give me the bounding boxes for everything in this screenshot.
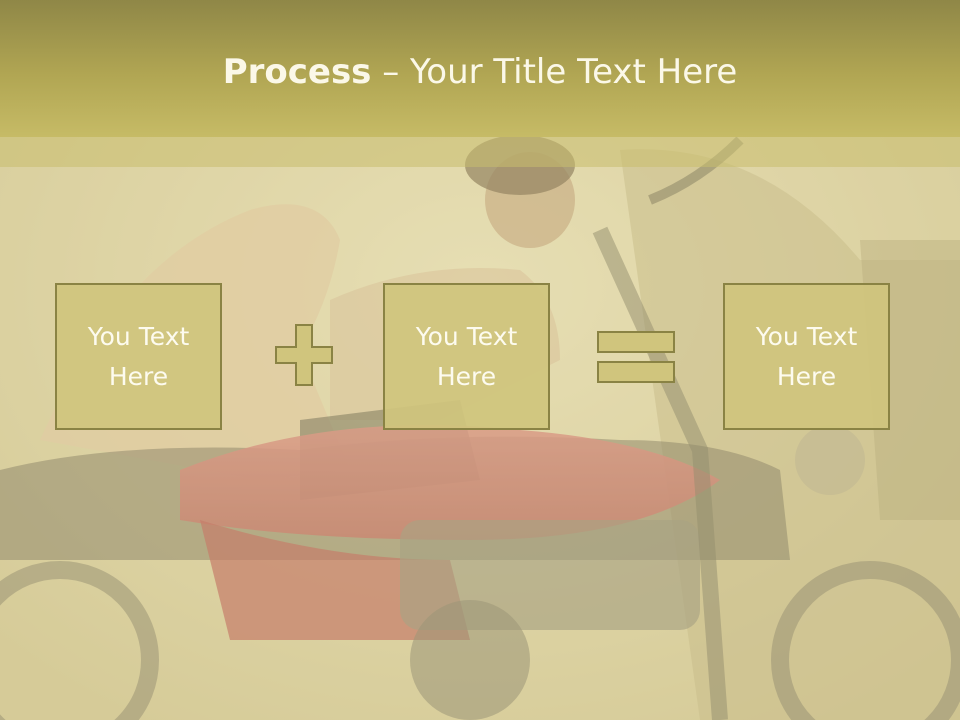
title-band [0,137,960,167]
process-box-3-text: You Text Here [755,321,858,391]
plus-icon [275,324,333,386]
process-box-1-text: You Text Here [87,321,190,391]
process-box-2-text: You Text Here [415,321,518,391]
slide-title: Process – Your Title Text Here [0,52,960,92]
title-rest: – Your Title Text Here [371,52,738,92]
process-box-3[interactable]: You Text Here [723,283,890,430]
process-box-2[interactable]: You Text Here [383,283,550,430]
title-bar [0,0,960,137]
title-bold: Process [222,52,372,92]
process-box-1[interactable]: You Text Here [55,283,222,430]
equals-icon [597,331,675,383]
